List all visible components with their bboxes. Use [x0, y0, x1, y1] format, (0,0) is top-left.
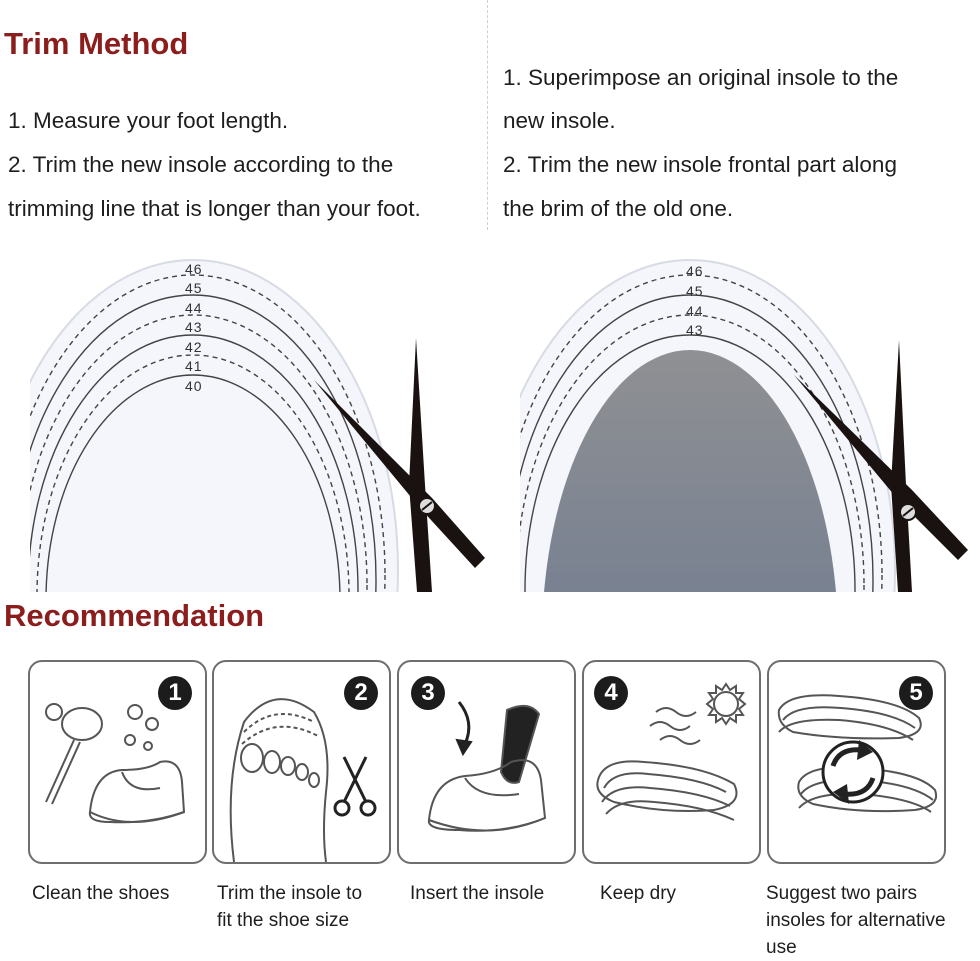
scissors-icon	[314, 338, 485, 592]
size-label-41: 41	[185, 358, 203, 374]
caption-keep-dry: Keep dry	[600, 883, 677, 904]
trim-line-43	[30, 334, 359, 592]
trim-line-44	[30, 314, 368, 592]
trim-insole-icon	[229, 698, 377, 862]
caption-insert-insole: Insert the insole	[410, 883, 545, 904]
size-label-43: 43	[185, 319, 203, 335]
left-step-2-cont: trimming line that is longer than your f…	[8, 196, 421, 221]
card-keep-dry: 4	[582, 660, 761, 864]
step-badge-2: 2	[344, 676, 378, 710]
size-label-46: 46	[686, 263, 704, 279]
size-label-40: 40	[185, 378, 203, 394]
card-alternate-pairs: 5	[767, 660, 946, 864]
size-label-44: 44	[185, 300, 203, 316]
left-step-1: 1. Measure your foot length.	[8, 108, 289, 133]
right-step-2: 2. Trim the new insole frontal part alon…	[503, 152, 897, 177]
trim-line-45	[30, 294, 377, 592]
step-badge-4: 4	[594, 676, 628, 710]
insole-superimpose-illustration: 46 45 44 43	[520, 259, 968, 592]
size-label-45: 45	[686, 283, 704, 299]
card-insert-insole: 3	[397, 660, 576, 864]
trim-line-41	[45, 374, 341, 592]
right-step-1: 1. Superimpose an original insole to the	[503, 65, 899, 90]
step-badge-5: 5	[899, 676, 933, 710]
right-step-2-cont: the brim of the old one.	[503, 196, 734, 221]
step-badge-3: 3	[411, 676, 445, 710]
caption-trim-insole: Trim the insole to fit the shoe size	[217, 883, 363, 931]
original-insole	[544, 350, 836, 592]
size-label-42: 42	[185, 339, 203, 355]
size-label-43: 43	[686, 322, 704, 338]
clean-shoes-icon	[45, 703, 186, 824]
keep-dry-icon	[596, 682, 747, 821]
trim-line-46	[30, 274, 386, 592]
column-divider	[487, 0, 488, 230]
step-badge-1: 1	[158, 676, 192, 710]
trim-method-heading: Trim Method	[4, 26, 189, 61]
size-label-46: 46	[185, 261, 203, 277]
left-step-2: 2. Trim the new insole according to the	[8, 152, 394, 177]
insole-outline	[30, 259, 399, 592]
scissors-icon	[333, 756, 377, 817]
card-trim-insole: 2	[212, 660, 391, 864]
card-clean-shoes: 1	[28, 660, 207, 864]
swap-arrows-icon	[821, 740, 885, 804]
recommendation-heading: Recommendation	[4, 598, 265, 633]
right-step-1-cont: new insole.	[503, 108, 616, 133]
caption-alternate-pairs: Suggest two pairs insoles for alternativ…	[766, 883, 946, 958]
insert-insole-icon	[427, 701, 547, 832]
sun-icon	[705, 682, 747, 726]
size-label-45: 45	[185, 280, 203, 296]
caption-clean-shoes: Clean the shoes	[32, 883, 170, 904]
size-label-44: 44	[686, 303, 704, 319]
insole-trim-lines-illustration: 46 45 44 43 42 41 40	[30, 259, 485, 592]
scissors-icon	[794, 340, 968, 592]
alternate-pairs-icon	[777, 694, 937, 813]
